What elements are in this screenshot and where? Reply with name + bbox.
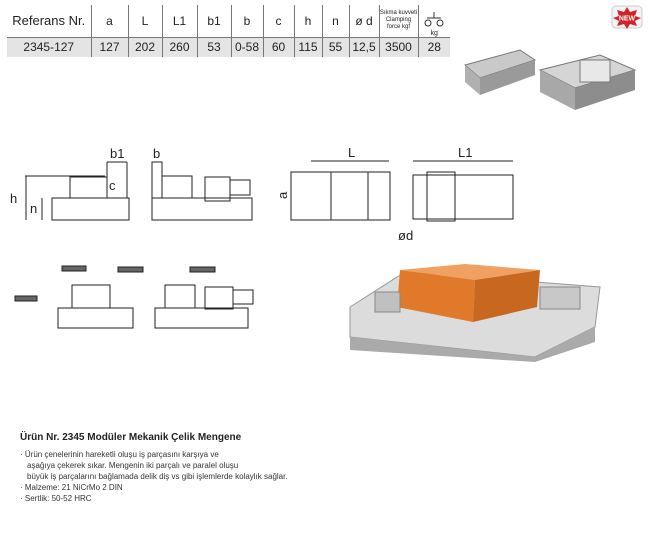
cell-c: 60 xyxy=(262,37,294,57)
cell-n: 55 xyxy=(321,37,349,57)
scale-icon xyxy=(424,11,444,26)
label-n: n xyxy=(30,201,37,216)
spec-table: Referans Nr. a L L1 b1 b c h n ø d Sıkma… xyxy=(7,5,450,57)
header-referans: Referans Nr. xyxy=(7,5,91,38)
label-b: b xyxy=(153,146,160,161)
side-views-drawing: b1 b h n c xyxy=(10,146,254,329)
cell-clamping-force: 3500 xyxy=(378,37,418,57)
cell-weight: 28 xyxy=(417,37,450,57)
hardness-line: Sertlik: 50-52 HRC xyxy=(20,493,288,504)
cell-d: 12,5 xyxy=(348,37,379,57)
label-b1: b1 xyxy=(110,146,124,161)
product-description: Ürün çenelerinin hareketli oluşu iş parç… xyxy=(20,449,288,504)
cell-L: 202 xyxy=(127,37,162,57)
label-a: a xyxy=(275,191,290,199)
material-line: Malzeme: 21 NiCrMo 2 DIN xyxy=(20,482,288,493)
cell-b: 0-58 xyxy=(230,37,263,57)
header-b: b xyxy=(230,5,263,38)
header-L1: L1 xyxy=(161,5,197,38)
top-views-drawing: L L1 a ød xyxy=(275,145,514,243)
header-c: c xyxy=(262,5,294,38)
header-h: h xyxy=(293,5,322,38)
header-d: ø d xyxy=(348,5,379,38)
label-L1: L1 xyxy=(458,145,472,160)
cell-h: 115 xyxy=(293,37,322,57)
table-row: 2345-127 127 202 260 53 0-58 60 115 55 1… xyxy=(7,37,450,57)
description-line: aşağıya çekerek sıkar. Mengenin iki parç… xyxy=(27,461,239,470)
product-photo xyxy=(463,49,637,110)
cell-b1: 53 xyxy=(196,37,231,57)
description-line: Ürün çenelerinin hareketli oluşu iş parç… xyxy=(20,449,288,460)
cell-a: 127 xyxy=(90,37,128,57)
header-b1: b1 xyxy=(196,5,231,38)
header-a: a xyxy=(90,5,128,38)
label-d: ød xyxy=(398,228,413,243)
header-n: n xyxy=(321,5,349,38)
vise-3d-render xyxy=(349,264,601,362)
label-c: c xyxy=(109,178,116,193)
new-badge: NEW xyxy=(610,4,644,35)
weight-unit: kg xyxy=(430,29,438,37)
header-clamping-force: Sıkma kuvveti Clamping force kgf xyxy=(378,5,418,38)
label-h: h xyxy=(10,191,17,206)
header-weight: kg xyxy=(417,5,450,38)
header-L: L xyxy=(127,5,162,38)
label-L: L xyxy=(348,145,355,160)
product-title: Ürün Nr. 2345 Modüler Mekanik Çelik Meng… xyxy=(20,432,242,443)
table-header-row: Referans Nr. a L L1 b1 b c h n ø d Sıkma… xyxy=(7,5,450,38)
description-line: büyük iş parçalarını bağlamada delik diş… xyxy=(27,472,288,481)
cell-L1: 260 xyxy=(161,37,197,57)
new-badge-text: NEW xyxy=(619,16,636,23)
cell-ref: 2345-127 xyxy=(7,37,91,57)
